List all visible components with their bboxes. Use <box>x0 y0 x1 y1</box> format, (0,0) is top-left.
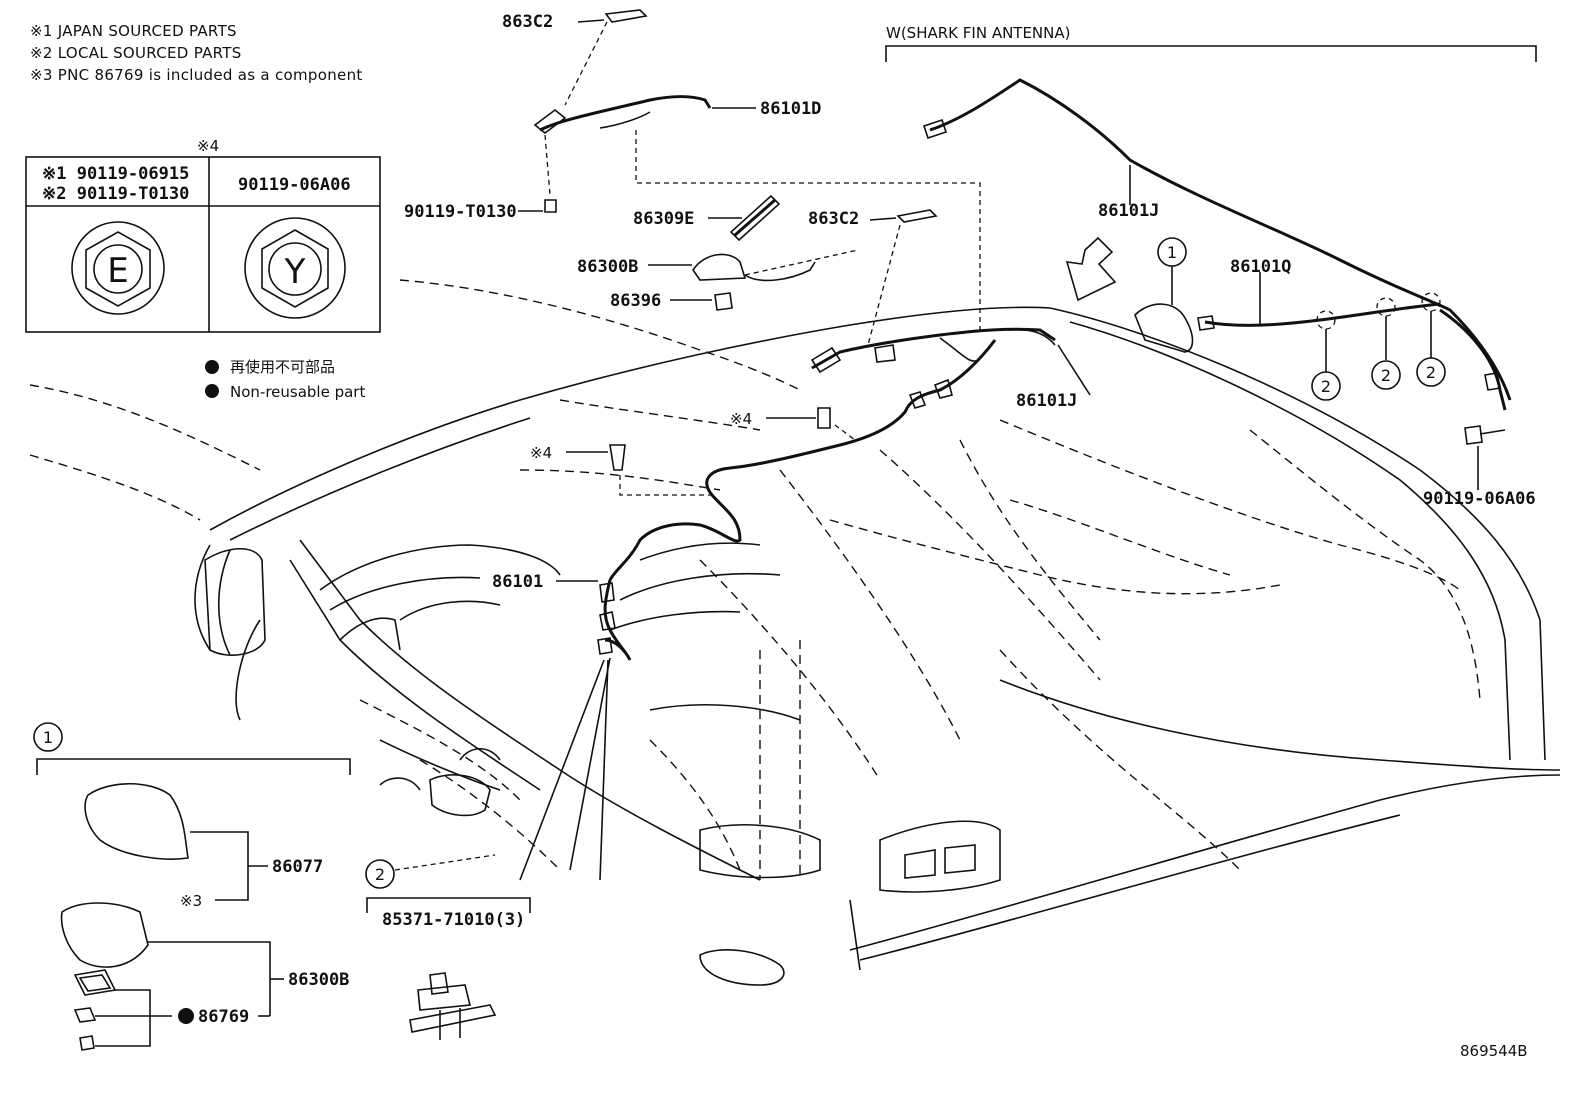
bolt-letter-y: Y <box>284 252 306 292</box>
non-reusable-dot-icon-86769 <box>178 1008 194 1024</box>
bolt-right-header: 90119-06A06 <box>238 175 351 195</box>
mark-3: ※3 <box>180 892 202 910</box>
non-reusable-dot-icon-2 <box>205 384 219 398</box>
part-86300b-top: 86300B <box>577 257 638 277</box>
part-86309e: 86309E <box>633 209 694 229</box>
legend-en: Non-reusable part <box>230 383 365 401</box>
bolt-left-header-1: ※1 90119-06915 <box>42 164 189 184</box>
bolt-left-header-2: ※2 90119-T0130 <box>42 184 189 204</box>
detail-group-clip: 2 <box>365 854 531 1040</box>
part-86769: 86769 <box>198 1007 249 1027</box>
part-90119-t0130: 90119-T0130 <box>404 202 517 222</box>
bolt-letter-e: E <box>107 251 128 291</box>
wiring: 1 2 2 2 <box>518 9 1537 881</box>
mark-4-left: ※4 <box>530 444 552 462</box>
part-86101: 86101 <box>492 572 543 592</box>
callout-2-c: 2 <box>1426 363 1436 382</box>
part-90119-06a06: 90119-06A06 <box>1423 489 1536 509</box>
mark-4-mid: ※4 <box>730 410 752 428</box>
callout-2-a: 2 <box>1321 377 1331 396</box>
group-title: W(SHARK FIN ANTENNA) <box>886 24 1071 42</box>
legend-jp: 再使用不可部品 <box>230 358 335 376</box>
note-pnc-component: ※3 PNC 86769 is included as a component <box>30 66 363 84</box>
part-86101q: 86101Q <box>1230 257 1291 277</box>
note-local-sourced: ※2 LOCAL SOURCED PARTS <box>30 44 242 62</box>
part-863c2-top: 863C2 <box>502 12 553 32</box>
part-86101j-top: 86101J <box>1098 201 1159 221</box>
detail-group-antenna: 1 <box>33 722 351 1051</box>
callout-1-top: 1 <box>1167 243 1177 262</box>
part-86300b-bottom: 86300B <box>288 970 349 990</box>
callout-2-b: 2 <box>1381 366 1391 385</box>
note-japan-sourced: ※1 JAPAN SOURCED PARTS <box>30 22 237 40</box>
callout-2-bottom: 2 <box>375 865 385 884</box>
part-86077: 86077 <box>272 857 323 877</box>
part-86396: 86396 <box>610 291 661 311</box>
callout-1-bottom: 1 <box>43 728 53 747</box>
non-reusable-dot-icon <box>205 360 219 374</box>
hex-bolt-e-icon: E <box>71 221 165 315</box>
vehicle-outline <box>29 279 1561 986</box>
bolt-table-mark: ※4 <box>197 137 219 155</box>
part-85371-71010: 85371-71010(3) <box>382 910 525 930</box>
part-86101j-mid: 86101J <box>1016 391 1077 411</box>
bolt-table: ※4 ※1 90119-06915 ※2 90119-T0130 90119-0… <box>25 137 381 333</box>
hex-bolt-y-icon: Y <box>244 217 346 319</box>
part-86101d: 86101D <box>760 99 821 119</box>
part-863c2-mid: 863C2 <box>808 209 859 229</box>
diagram-id: 869544B <box>1460 1042 1528 1060</box>
legend: 再使用不可部品 Non-reusable part <box>205 358 365 401</box>
labels: 863C2 86101D 90119-T0130 86309E 863C2 86… <box>180 12 1536 1060</box>
